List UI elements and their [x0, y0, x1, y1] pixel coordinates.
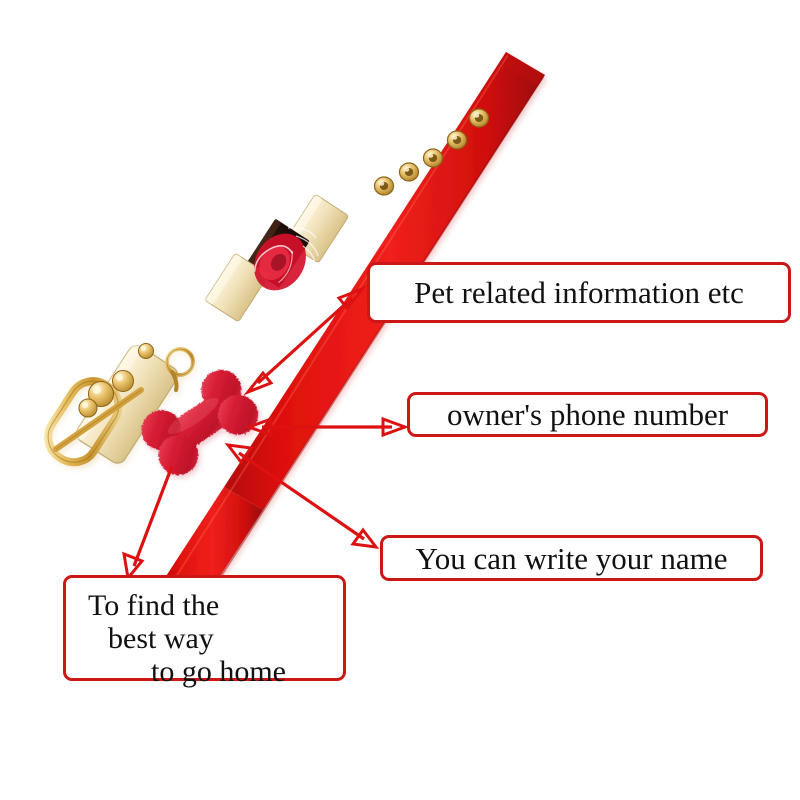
callout-find-way-home: To find the best way to go home — [63, 575, 346, 687]
bone-name-tag — [141, 369, 259, 476]
callout-find-way-home-line-1: To find the — [88, 589, 220, 622]
red-rose-ornament — [253, 233, 306, 291]
callout-find-way-home-line-3: to go home — [151, 655, 286, 688]
gold-eyelets — [373, 108, 490, 196]
collar-decoration — [205, 194, 349, 322]
callout-owners-phone-number-label: owner's phone number — [446, 397, 729, 432]
callout-pet-related-information-label: Pet related information etc — [414, 275, 744, 310]
callout-find-way-home-line-2: best way — [108, 622, 214, 655]
callout-owners-phone-number: owner's phone number — [407, 392, 768, 437]
callout-pet-related-information: Pet related information etc — [367, 262, 791, 323]
callout-write-your-name-label: You can write your name — [415, 540, 728, 576]
split-ring — [165, 347, 195, 392]
collar-strap — [157, 52, 545, 613]
gold-buckle — [44, 343, 195, 467]
callout-write-your-name: You can write your name — [380, 535, 763, 581]
